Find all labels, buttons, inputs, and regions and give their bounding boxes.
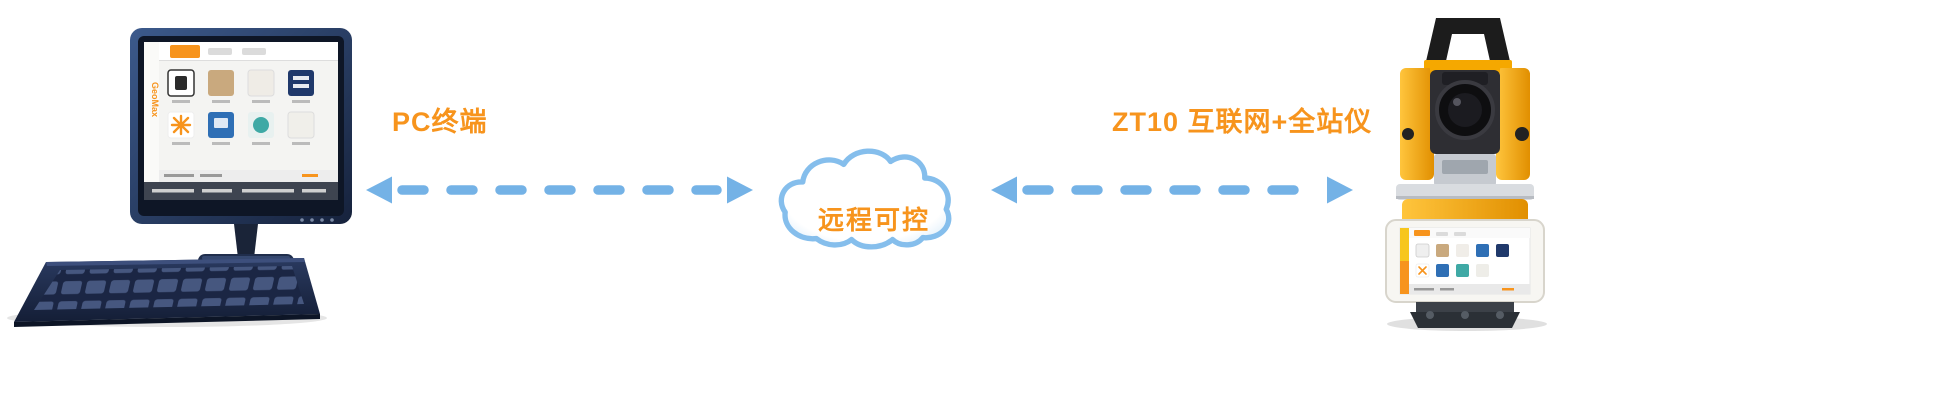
arrowhead-right [727, 176, 753, 204]
arrowhead-left [366, 176, 392, 204]
keyboard [14, 258, 320, 327]
phone-screen-tabs [1409, 228, 1530, 238]
controller-phone [1385, 219, 1545, 303]
screen-app-tiles-row1 [167, 69, 314, 103]
screen-app-tiles-row2 [167, 111, 315, 145]
monitor-bezel-buttons [300, 218, 334, 222]
screen-brand-text: GeoMax [150, 82, 160, 117]
pc-terminal-drawing: GeoMax [7, 28, 352, 327]
telescope-lens-icon [1435, 80, 1495, 140]
tribrach-base [1410, 302, 1520, 328]
arrowhead-right [1327, 176, 1353, 204]
dashed-arrow-cloud-device [991, 176, 1353, 204]
total-station-label: ZT10 互联网+全站仪 [1112, 107, 1373, 137]
cloud-node: 远程可控 [770, 140, 978, 262]
pc-terminal-illustration: GeoMax [2, 20, 372, 332]
monitor: GeoMax [130, 28, 352, 224]
total-station-drawing [1385, 18, 1547, 331]
phone-screen-statusbar [1409, 284, 1530, 294]
cloud-icon [778, 148, 952, 250]
arrowhead-left [991, 176, 1017, 204]
phone-screen-tiles [1415, 243, 1509, 278]
dashed-arrow-pc-cloud [366, 176, 753, 204]
pc-terminal-label: PC终端 [392, 107, 488, 137]
screen-info-bar [144, 182, 338, 200]
screen-status-strip [159, 170, 338, 182]
total-station-illustration [1372, 12, 1562, 334]
cloud-label: 远程可控 [817, 205, 930, 235]
screen-tab-bar [159, 42, 338, 61]
